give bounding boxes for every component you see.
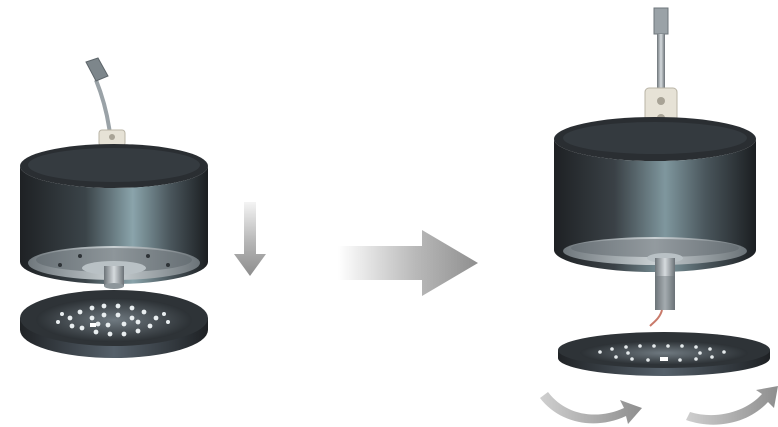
- clamp-screw-top: [657, 97, 665, 105]
- suspension-rod: [657, 34, 665, 94]
- transition-arrow: [338, 230, 478, 296]
- cable-plug: [86, 58, 108, 81]
- clamp-screw: [109, 134, 115, 140]
- led-array: [36, 298, 192, 342]
- cable: [96, 80, 110, 134]
- after-panel: [540, 8, 778, 425]
- rotate-right-arrow: [686, 386, 778, 425]
- wire-lead: [650, 310, 662, 326]
- down-arrow: [234, 202, 266, 276]
- rotate-left-arrow: [540, 392, 642, 424]
- rod-connector: [654, 8, 668, 34]
- before-panel: [20, 58, 266, 358]
